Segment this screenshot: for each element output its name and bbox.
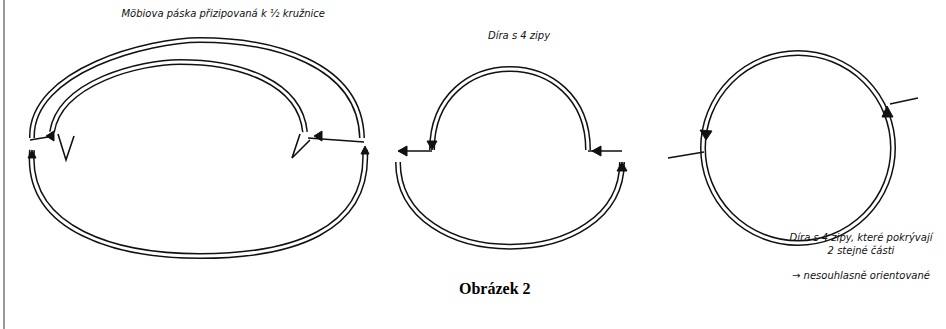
sketch-label: Díra s 4 zipy: [488, 30, 608, 43]
mobius-figure: [28, 40, 369, 256]
sketch-label: → nesouhlasně orientované: [786, 270, 936, 283]
sketch-label: Díra s 4 zipy, které pokrývají 2 stejné …: [786, 232, 936, 257]
sketch-label: Möbiova páska přizipovaná k ½ kružnice: [120, 8, 325, 21]
circle-figure: [668, 53, 918, 243]
hole-figure: [398, 69, 627, 247]
margin-bar: [3, 0, 4, 329]
figure-caption: Obrázek 2: [459, 280, 531, 298]
